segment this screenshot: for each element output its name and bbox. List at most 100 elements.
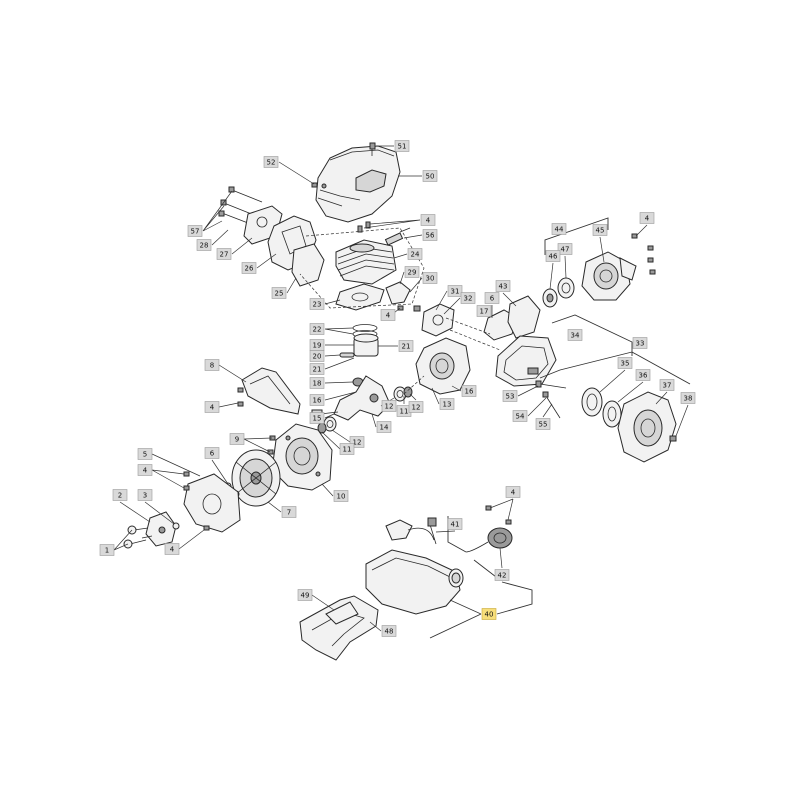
callout-label-4[interactable]: 4	[639, 212, 655, 224]
callout-label-37[interactable]: 37	[659, 379, 675, 391]
callout-label-6[interactable]: 6	[204, 447, 220, 459]
callout-label-48[interactable]: 48	[381, 625, 397, 637]
callout-number: 4	[210, 404, 215, 412]
callout-label-8[interactable]: 8	[204, 359, 220, 371]
callout-label-21[interactable]: 21	[398, 340, 414, 352]
callout-box	[557, 243, 573, 255]
callout-label-4[interactable]: 4	[204, 401, 220, 413]
callout-label-34[interactable]: 34	[567, 329, 583, 341]
callout-label-12[interactable]: 12	[349, 436, 365, 448]
callout-label-38[interactable]: 38	[680, 392, 696, 404]
callout-label-4[interactable]: 4	[505, 486, 521, 498]
callout-box	[309, 412, 325, 424]
callout-label-9[interactable]: 9	[229, 433, 245, 445]
callout-number: 41	[451, 521, 460, 529]
callout-label-32[interactable]: 32	[460, 292, 476, 304]
callout-label-35[interactable]: 35	[617, 357, 633, 369]
callout-label-42[interactable]: 42	[494, 569, 510, 581]
callout-box	[422, 170, 438, 182]
piston-part	[353, 333, 379, 357]
callout-label-12[interactable]: 12	[381, 400, 397, 412]
callout-number: 25	[275, 290, 284, 298]
callout-label-30[interactable]: 30	[422, 272, 438, 284]
callout-label-56[interactable]: 56	[422, 229, 438, 241]
callout-label-15[interactable]: 15	[309, 412, 325, 424]
callout-label-26[interactable]: 26	[241, 262, 257, 274]
callout-label-49[interactable]: 49	[297, 589, 313, 601]
callout-label-16[interactable]: 16	[461, 385, 477, 397]
piston-pin-part	[339, 352, 355, 358]
callout-label-1[interactable]: 1	[99, 544, 115, 556]
callout-label-52[interactable]: 52	[263, 156, 279, 168]
callout-label-54[interactable]: 54	[512, 410, 528, 422]
callout-number: 42	[498, 572, 507, 580]
carburettor-part	[413, 303, 455, 337]
callout-number: 5	[143, 451, 147, 459]
callout-number: 14	[380, 424, 389, 432]
callout-label-4[interactable]: 4	[137, 464, 153, 476]
callout-label-57[interactable]: 57	[187, 225, 203, 237]
callout-box	[592, 224, 608, 236]
parts-illustration	[123, 142, 677, 661]
callout-box	[309, 394, 325, 406]
callout-label-33[interactable]: 33	[632, 337, 648, 349]
callout-label-7[interactable]: 7	[281, 506, 297, 518]
callout-label-25[interactable]: 25	[271, 287, 287, 299]
callout-label-24[interactable]: 24	[407, 248, 423, 260]
callout-number: 21	[402, 343, 411, 351]
callout-label-53[interactable]: 53	[502, 390, 518, 402]
callout-number: 9	[235, 436, 239, 444]
callout-label-2[interactable]: 2	[112, 489, 128, 501]
callout-box	[216, 248, 232, 260]
callout-label-4[interactable]: 4	[420, 214, 436, 226]
callout-label-19[interactable]: 19	[309, 339, 325, 351]
callout-label-36[interactable]: 36	[635, 369, 651, 381]
callout-label-40[interactable]: 40	[481, 608, 497, 620]
callout-label-5[interactable]: 5	[137, 448, 153, 460]
callout-label-6[interactable]: 6	[484, 292, 500, 304]
callout-label-46[interactable]: 46	[545, 250, 561, 262]
callout-label-11[interactable]: 11	[339, 443, 355, 455]
screw-part	[669, 435, 677, 442]
callout-label-3[interactable]: 3	[137, 489, 153, 501]
callout-label-31[interactable]: 31	[447, 285, 463, 297]
callout-label-14[interactable]: 14	[376, 421, 392, 433]
screw-part	[369, 142, 376, 156]
screw-part	[183, 485, 190, 491]
callout-label-51[interactable]: 51	[394, 140, 410, 152]
callout-label-50[interactable]: 50	[422, 170, 438, 182]
callout-label-4[interactable]: 4	[164, 543, 180, 555]
callout-label-17[interactable]: 17	[476, 305, 492, 317]
callout-label-20[interactable]: 20	[309, 350, 325, 362]
callout-label-10[interactable]: 10	[333, 490, 349, 502]
callout-number: 40	[485, 611, 494, 619]
callout-number: 22	[313, 326, 322, 334]
callout-label-27[interactable]: 27	[216, 248, 232, 260]
callout-label-45[interactable]: 45	[592, 224, 608, 236]
callout-label-41[interactable]: 41	[447, 518, 463, 530]
callout-label-13[interactable]: 13	[439, 398, 455, 410]
callout-number: 51	[398, 143, 407, 151]
callout-label-12[interactable]: 12	[408, 401, 424, 413]
callout-label-55[interactable]: 55	[535, 418, 551, 430]
callout-label-23[interactable]: 23	[309, 298, 325, 310]
callout-number: 15	[313, 415, 322, 423]
callout-label-47[interactable]: 47	[557, 243, 573, 255]
callout-number: 4	[645, 215, 650, 223]
callout-box	[112, 489, 128, 501]
callout-label-28[interactable]: 28	[196, 239, 212, 251]
callout-label-4[interactable]: 4	[380, 309, 396, 321]
callout-label-29[interactable]: 29	[404, 266, 420, 278]
callout-number: 16	[465, 388, 474, 396]
callout-label-16[interactable]: 16	[309, 394, 325, 406]
callout-box	[495, 280, 511, 292]
callout-number: 53	[506, 393, 515, 401]
callout-number: 4	[170, 546, 175, 554]
callout-label-18[interactable]: 18	[309, 377, 325, 389]
callout-label-44[interactable]: 44	[551, 223, 567, 235]
callout-box	[420, 214, 436, 226]
callout-label-21[interactable]: 21	[309, 363, 325, 375]
callout-label-22[interactable]: 22	[309, 323, 325, 335]
callout-label-43[interactable]: 43	[495, 280, 511, 292]
